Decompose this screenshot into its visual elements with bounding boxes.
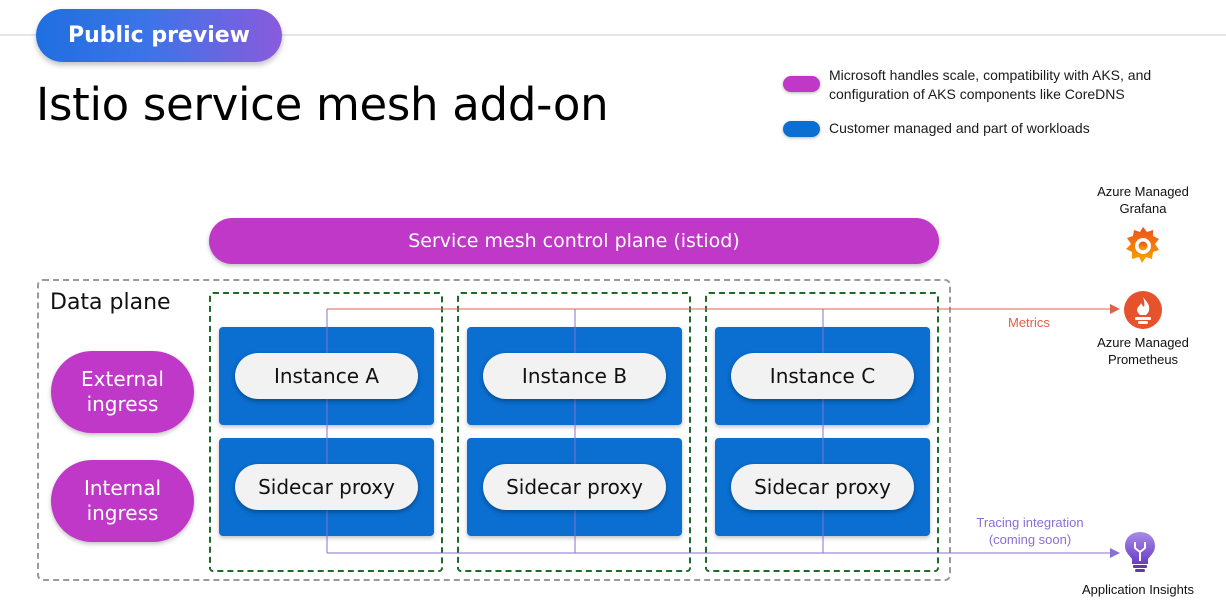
ingress-label: Internal <box>83 476 162 500</box>
tracing-label-line: Tracing integration <box>976 515 1084 530</box>
prometheus-icon <box>1124 291 1162 329</box>
ingress-label: ingress <box>86 501 159 525</box>
legend-text-microsoft: Microsoft handles scale, compatibility w… <box>829 66 1151 104</box>
legend-text-customer: Customer managed and part of workloads <box>829 120 1090 136</box>
lightbulb-icon <box>1125 532 1155 572</box>
prometheus-label-line: Azure Managed <box>1097 335 1189 350</box>
tracing-label-line: (coming soon) <box>988 532 1072 547</box>
legend-line: configuration of AKS components like Cor… <box>829 86 1125 102</box>
pod-group-a <box>209 292 443 572</box>
grafana-label: Azure Managed Grafana <box>1082 183 1204 217</box>
tracing-label: Tracing integration (coming soon) <box>968 514 1092 548</box>
sidecar-proxy-a-pill: Sidecar proxy <box>235 464 418 510</box>
sidecar-proxy-b-pill: Sidecar proxy <box>483 464 666 510</box>
instance-c-pill: Instance C <box>731 353 914 399</box>
prometheus-label-line: Prometheus <box>1107 352 1179 367</box>
ingress-label: ingress <box>86 392 159 416</box>
control-plane-bar: Service mesh control plane (istiod) <box>209 218 939 264</box>
instance-a-pill: Instance A <box>235 353 418 399</box>
grafana-icon <box>1126 227 1159 263</box>
metrics-arrowhead <box>1110 304 1120 314</box>
tracing-arrowhead <box>1110 548 1120 558</box>
legend-swatch-customer <box>783 121 820 137</box>
page-title: Istio service mesh add-on <box>36 78 609 131</box>
header-divider <box>0 34 1226 36</box>
data-plane-container <box>37 279 951 581</box>
legend-swatch-microsoft <box>783 76 820 92</box>
legend-line: Microsoft handles scale, compatibility w… <box>829 67 1152 83</box>
insights-label: Application Insights <box>1081 582 1194 597</box>
grafana-label-line: Grafana <box>1119 201 1167 216</box>
data-plane-label: Data plane <box>50 290 171 315</box>
prometheus-label: Azure Managed Prometheus <box>1082 334 1204 368</box>
ingress-label: External <box>81 367 164 391</box>
pod-group-c <box>705 292 939 572</box>
sidecar-proxy-c-pill: Sidecar proxy <box>731 464 914 510</box>
metrics-label: Metrics <box>1008 315 1050 330</box>
pod-group-b <box>457 292 691 572</box>
grafana-label-line: Azure Managed <box>1097 184 1189 199</box>
public-preview-badge: Public preview <box>36 9 282 62</box>
instance-b-pill: Instance B <box>483 353 666 399</box>
